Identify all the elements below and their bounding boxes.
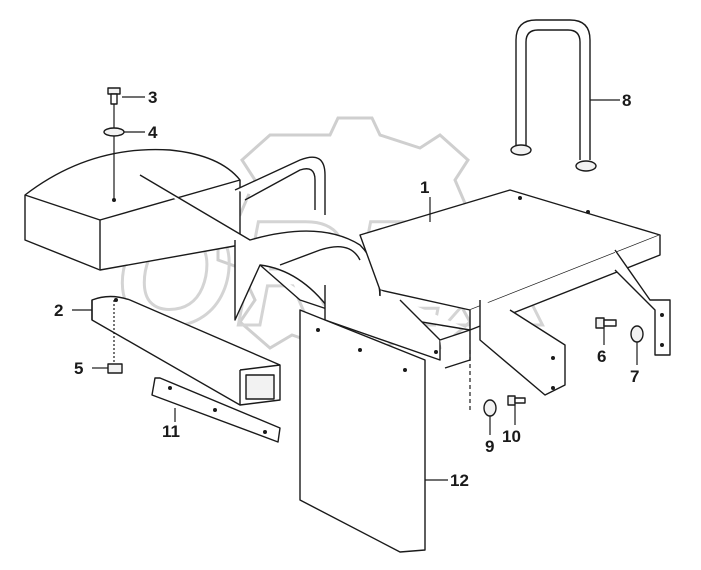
callout-5: 5	[74, 359, 83, 378]
part-fender-body	[24, 148, 671, 412]
callout-11: 11	[162, 422, 180, 441]
callout-9: 9	[485, 437, 494, 456]
leader-lines	[72, 96, 638, 481]
part-bolt-top	[107, 87, 121, 202]
callout-1: 1	[420, 178, 429, 197]
callout-4: 4	[148, 123, 158, 142]
callout-7: 7	[630, 367, 639, 386]
callout-6: 6	[597, 347, 606, 366]
callout-12: 12	[450, 471, 469, 490]
part-flat-strip	[151, 377, 281, 443]
part-washer-right	[630, 325, 644, 343]
part-handle-bar	[510, 19, 597, 172]
callout-10: 10	[502, 427, 521, 446]
part-mud-flap	[299, 309, 426, 553]
part-bolt-lower	[507, 395, 526, 406]
part-washer-top	[103, 127, 125, 137]
callout-8: 8	[622, 91, 631, 110]
part-washer-lower	[483, 399, 497, 417]
callout-3: 3	[148, 88, 157, 107]
part-bolt-right	[595, 317, 617, 329]
callout-labels: 3 4 1 8 2 5 6 7 9 10 11 12	[54, 88, 639, 490]
callout-2: 2	[54, 301, 63, 320]
